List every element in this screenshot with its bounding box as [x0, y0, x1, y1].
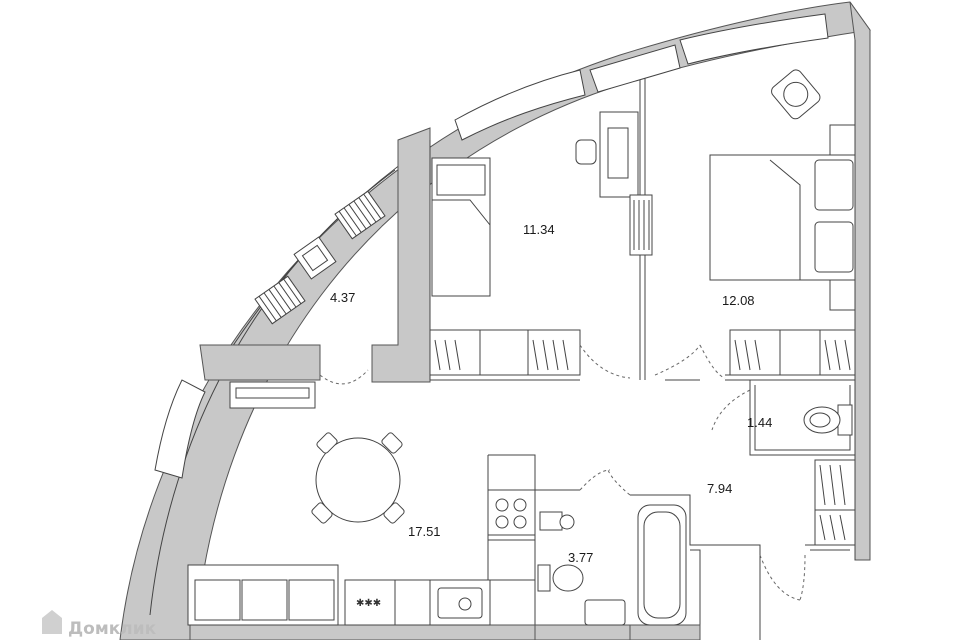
domclick-logo-icon [42, 610, 62, 634]
hall-storage [759, 459, 856, 601]
main-bedroom-furniture [699, 69, 856, 379]
room-area-bathroom: 3.77 [568, 550, 593, 565]
wc-fixtures [711, 389, 853, 436]
svg-text:✱✱✱: ✱✱✱ [356, 598, 381, 609]
room-area-hall: 7.94 [707, 481, 732, 496]
watermark-text: Домклик [68, 619, 157, 639]
living-kitchen-furniture: ✱✱✱ [187, 381, 611, 626]
small-bedroom-furniture [429, 111, 701, 379]
room-area-bedroom-small: 11.34 [523, 222, 555, 237]
balcony-furniture [254, 190, 386, 385]
bathroom-fixtures [537, 469, 687, 626]
watermark: Домклик [42, 610, 157, 639]
interior-walls [189, 78, 855, 640]
room-area-living-kitchen: 17.51 [408, 524, 441, 539]
room-area-bedroom-main: 12.08 [722, 293, 755, 308]
room-area-balcony: 4.37 [330, 290, 355, 305]
room-area-wc: 1.44 [747, 415, 772, 430]
